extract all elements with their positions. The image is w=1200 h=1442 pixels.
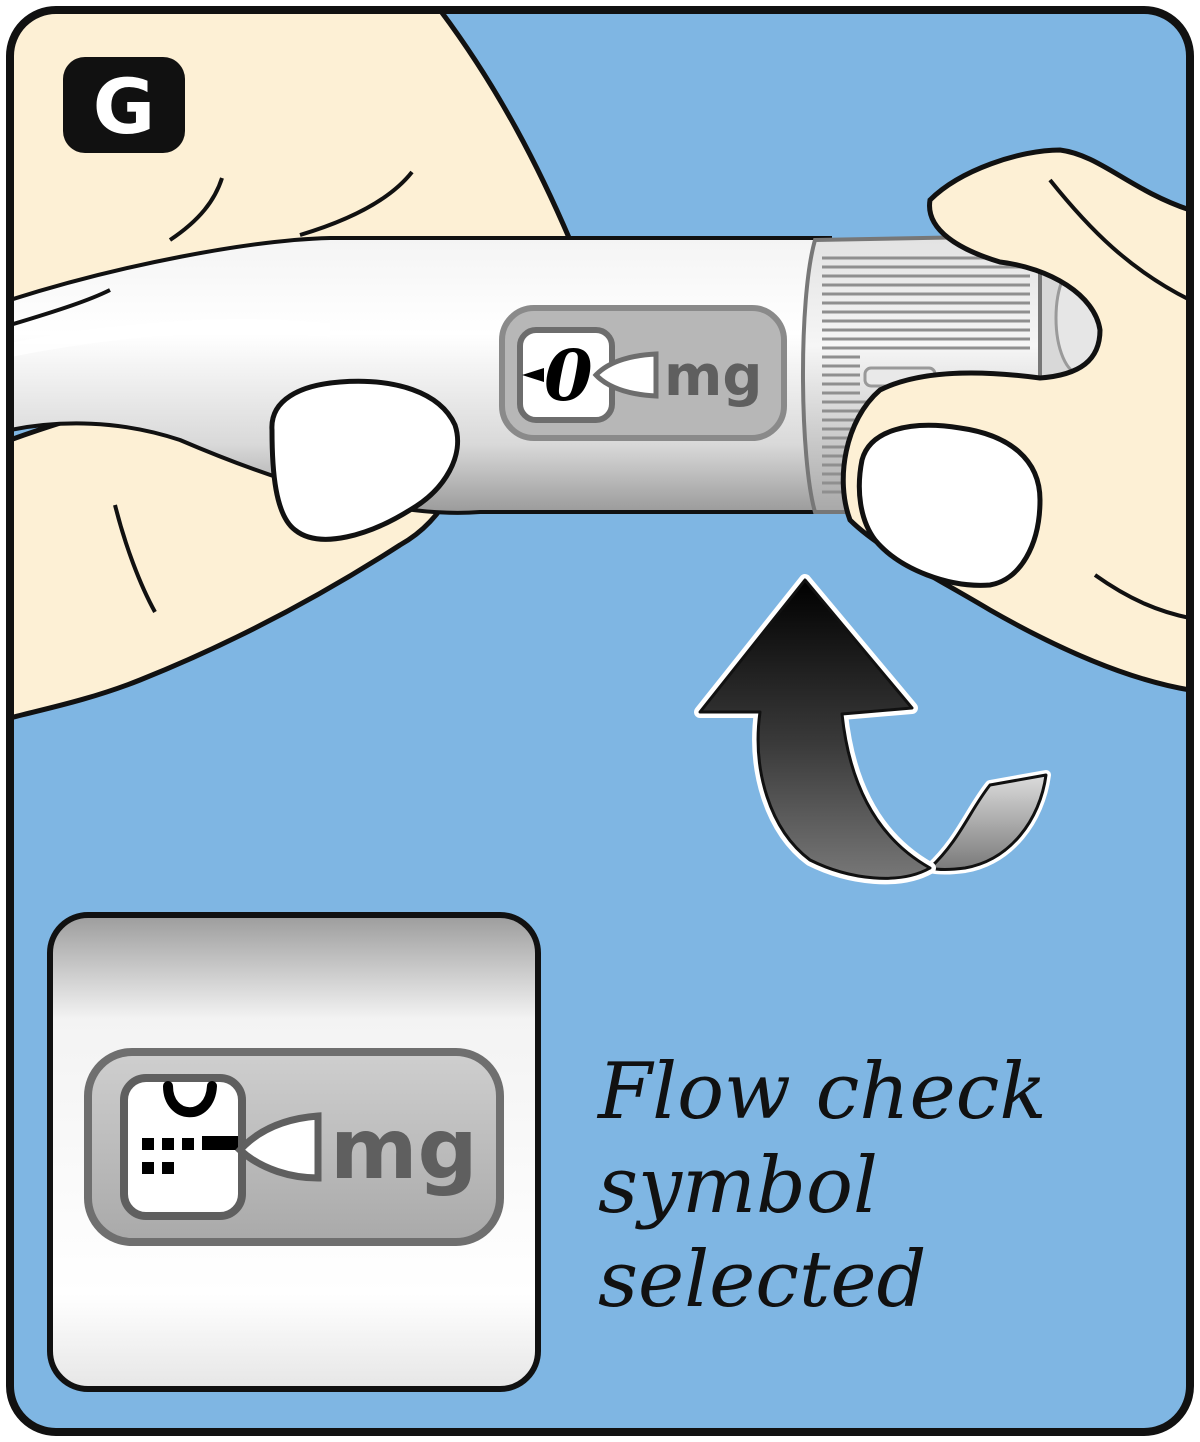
caption: Flow check symbol selected xyxy=(596,1047,1047,1325)
frame-border xyxy=(6,6,1194,1436)
dose-unit: mg xyxy=(664,344,762,409)
step-letter: G xyxy=(93,62,155,151)
inset-unit: mg xyxy=(330,1100,478,1198)
letter-badge-icon xyxy=(63,57,185,153)
inset-panel: mg xyxy=(47,912,541,1392)
right-thumbnail xyxy=(856,422,1043,588)
dose-number: 0 xyxy=(544,334,593,417)
curved-arrow-up-icon xyxy=(694,574,1051,885)
dial-marker-icon xyxy=(522,368,544,382)
flow-check-symbol-icon xyxy=(142,1081,238,1174)
caption-line-3: selected xyxy=(598,1235,926,1325)
caption-line-1: Flow check xyxy=(596,1047,1047,1137)
inset-pointer-icon xyxy=(235,1112,322,1182)
step-badge: G xyxy=(63,57,185,153)
caption-line-2: symbol xyxy=(598,1141,878,1231)
triangle-pointer-icon xyxy=(592,351,659,399)
left-thumbnail xyxy=(269,378,461,542)
dose-window: 0 mg xyxy=(499,305,787,441)
